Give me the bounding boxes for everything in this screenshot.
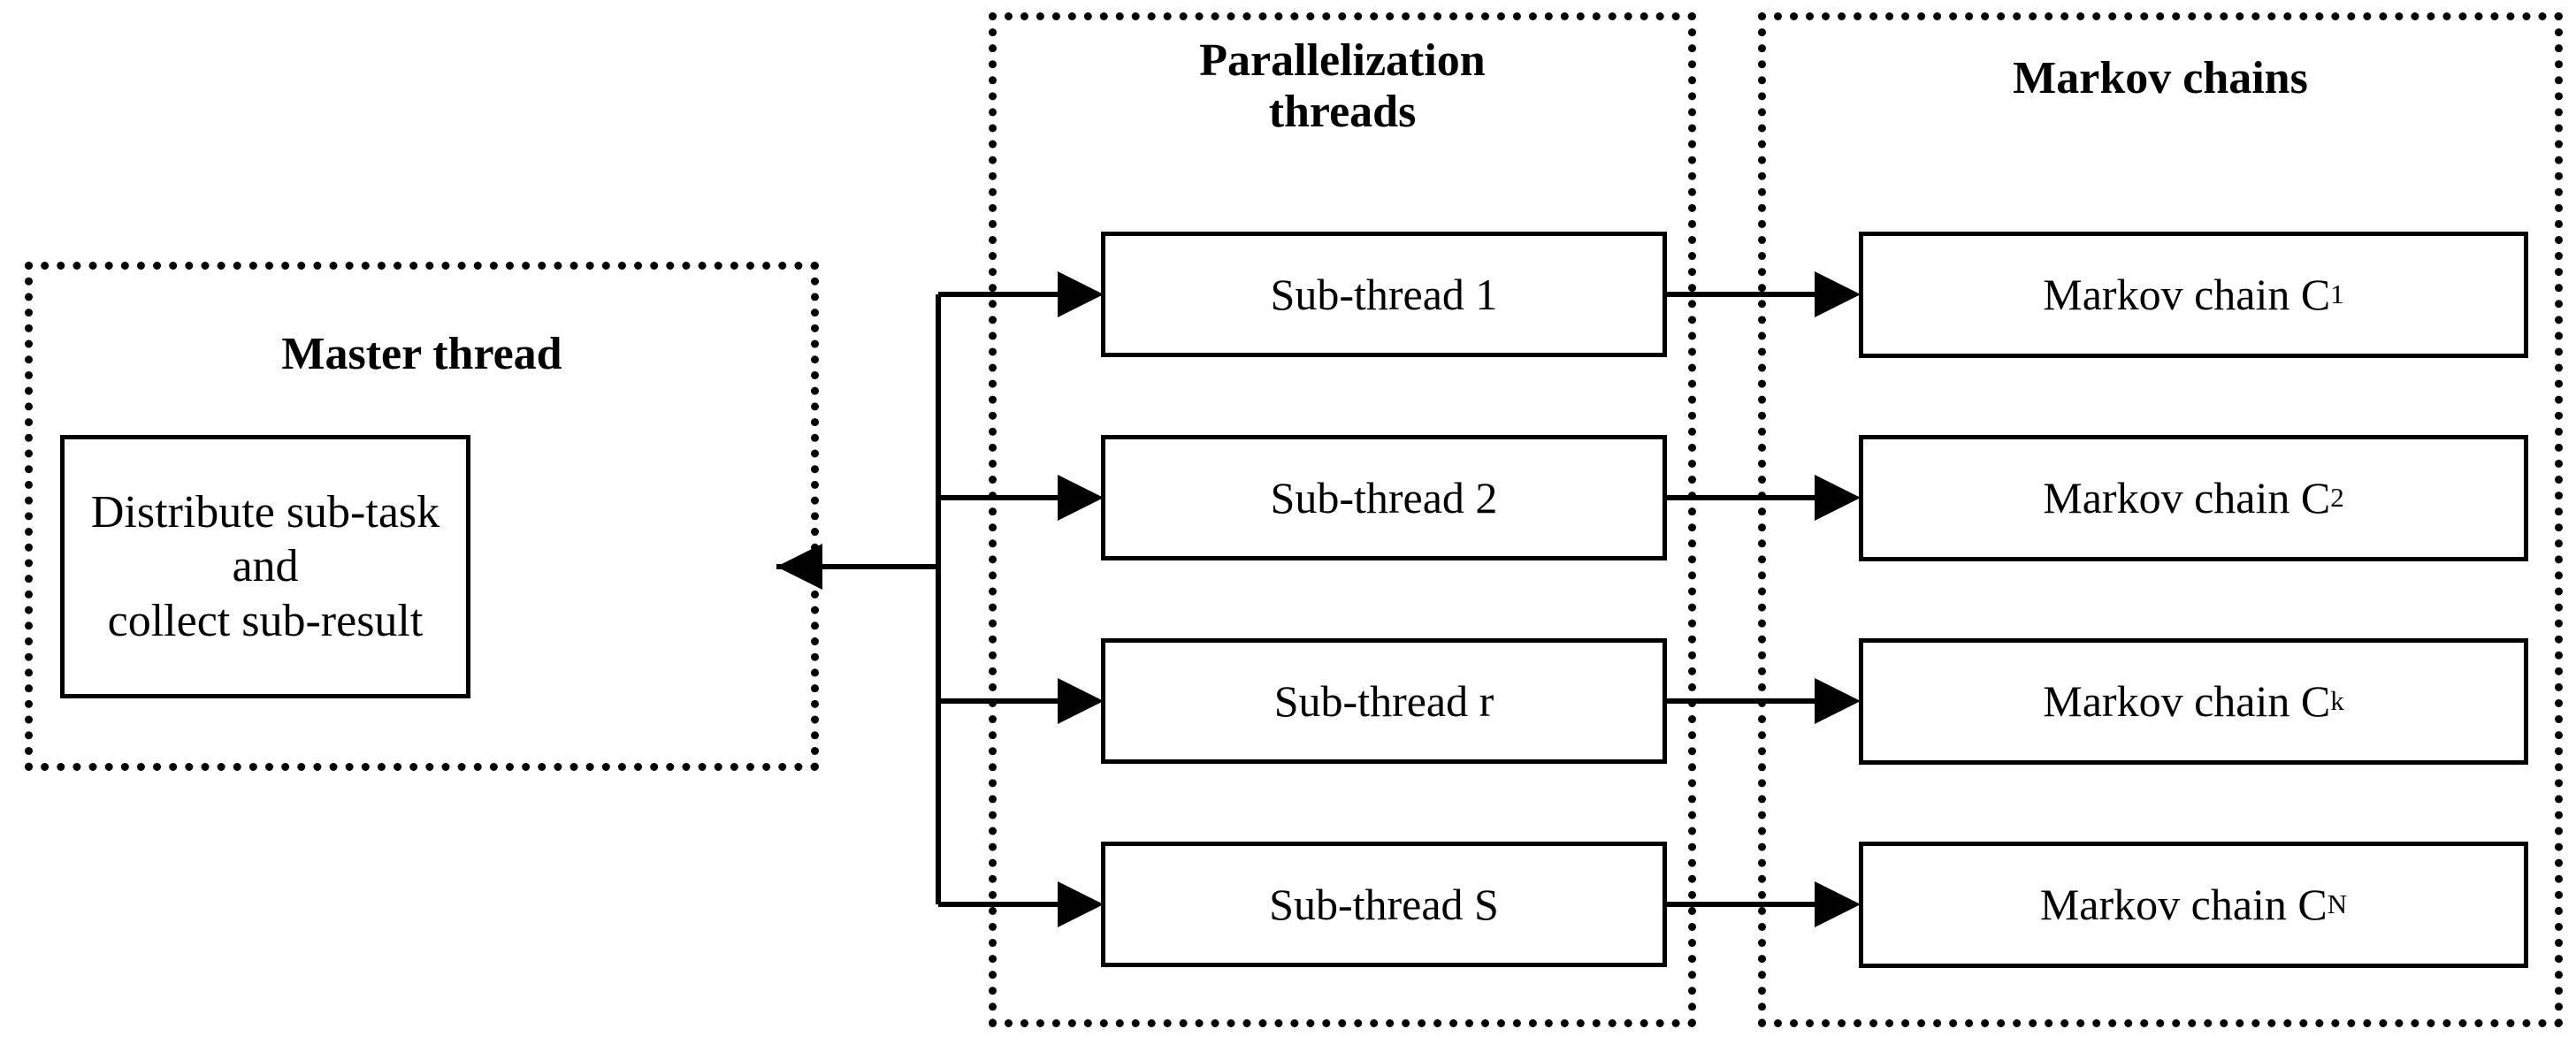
group-title-master-thread: Master thread [281, 329, 562, 379]
group-parallelization-threads [989, 12, 1696, 1027]
markov-chain-n-subscript: N [2327, 888, 2348, 920]
group-markov-chains [1758, 12, 2563, 1027]
markov-chain-k-label: Markov chain C [2043, 676, 2331, 726]
markov-chain-n-label: Markov chain C [2039, 880, 2328, 929]
markov-chain-1-subscript: 1 [2330, 278, 2344, 310]
group-master-thread [25, 262, 819, 771]
group-title-markov-chains: Markov chains [2013, 53, 2308, 103]
markov-chain-2-label: Markov chain C [2043, 473, 2331, 522]
node-sub-thread-1[interactable]: Sub-thread 1 [1101, 232, 1667, 357]
markov-chain-1-label: Markov chain C [2043, 270, 2331, 319]
node-distribute-and-collect[interactable]: Distribute sub-task and collect sub-resu… [60, 435, 470, 698]
group-title-parallelization-threads: Parallelization threads [1199, 35, 1486, 138]
markov-chain-k-subscript: k [2330, 685, 2344, 717]
node-sub-thread-r[interactable]: Sub-thread r [1101, 638, 1667, 764]
node-sub-thread-s[interactable]: Sub-thread S [1101, 842, 1667, 967]
markov-chain-2-subscript: 2 [2330, 482, 2344, 514]
node-sub-thread-2[interactable]: Sub-thread 2 [1101, 435, 1667, 560]
